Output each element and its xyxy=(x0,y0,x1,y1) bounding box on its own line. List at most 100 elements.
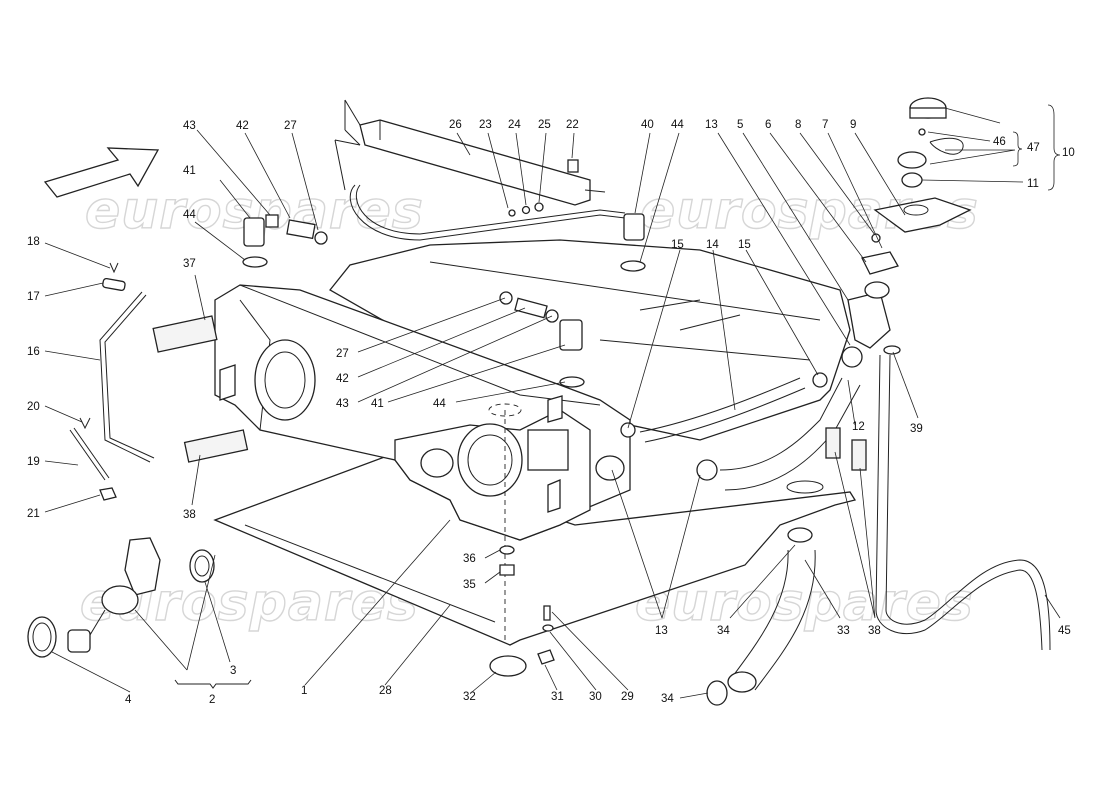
rod-16-b xyxy=(104,294,155,459)
clamp-15-right xyxy=(812,372,828,388)
sender-arm xyxy=(89,609,106,636)
hose-33-right xyxy=(754,549,816,691)
callout-33: 33 xyxy=(837,625,850,637)
callout-34-mid: 34 xyxy=(717,625,730,637)
canister-bracket xyxy=(344,99,361,146)
lower-hose xyxy=(706,527,816,706)
filler-cap-rim xyxy=(909,107,947,119)
bracket-9-hole xyxy=(903,204,929,216)
tank-top-edge xyxy=(239,284,601,406)
washer-24 xyxy=(521,205,531,215)
callout-43: 43 xyxy=(183,120,196,132)
nut-25 xyxy=(534,202,544,212)
clamp-13-upper xyxy=(841,346,863,368)
clip-31 xyxy=(537,649,555,665)
body-panel-line-2 xyxy=(599,339,811,361)
callout-43-mid: 43 xyxy=(336,398,349,410)
callout-10: 10 xyxy=(1062,147,1075,159)
callout-13-bottom: 13 xyxy=(655,625,668,637)
vent-valve-mid xyxy=(499,291,585,388)
rod-16 xyxy=(99,291,151,463)
callout-41-mid: 41 xyxy=(371,398,384,410)
washer-30 xyxy=(542,624,554,632)
sender-flange xyxy=(101,585,139,615)
brace-10 xyxy=(1047,104,1061,191)
callout-38-right: 38 xyxy=(868,625,881,637)
callout-21: 21 xyxy=(27,508,40,520)
callout-23: 23 xyxy=(479,119,492,131)
clamp-34-upper xyxy=(787,527,813,543)
nut-21 xyxy=(99,487,117,501)
hose-14-lower xyxy=(644,387,806,443)
callout-11: 11 xyxy=(1027,178,1039,190)
callout-17: 17 xyxy=(27,291,40,303)
tank-front-opening xyxy=(457,423,523,497)
callout-29: 29 xyxy=(621,691,634,703)
callout-13-top: 13 xyxy=(705,119,718,131)
callout-8: 8 xyxy=(795,119,801,131)
clip-18 xyxy=(109,262,119,274)
callout-12: 12 xyxy=(852,421,865,433)
callout-24: 24 xyxy=(508,119,521,131)
callout-38-left: 38 xyxy=(183,509,196,521)
filler-cap-assembly xyxy=(897,97,964,188)
washer-36 xyxy=(499,545,515,555)
base-plate-rib xyxy=(244,524,496,623)
bracket-2 xyxy=(174,679,252,689)
callout-35: 35 xyxy=(463,579,476,591)
callout-27-mid: 27 xyxy=(336,348,349,360)
callout-22: 22 xyxy=(566,119,579,131)
gasket-3-inner xyxy=(194,555,210,577)
callout-28: 28 xyxy=(379,685,392,697)
clamp-27-top xyxy=(314,231,328,245)
filler-neck-top xyxy=(864,281,890,299)
callout-20: 20 xyxy=(27,401,40,413)
callout-47: 47 xyxy=(1027,142,1040,154)
canister-hose xyxy=(349,184,626,241)
vent-tube-39-b xyxy=(885,354,1051,651)
callout-36: 36 xyxy=(463,553,476,565)
rod-19 xyxy=(69,429,106,481)
insulation-pad-12 xyxy=(825,427,841,459)
tank-clip-left xyxy=(219,364,236,401)
rod-19-b xyxy=(73,427,110,479)
brace-47 xyxy=(1012,131,1023,167)
callout-25: 25 xyxy=(538,119,551,131)
callout-9: 9 xyxy=(850,119,856,131)
bracket-9 xyxy=(873,197,972,233)
fuel-tank xyxy=(214,284,631,640)
support-rod-assembly xyxy=(69,262,249,501)
filler-neck-5 xyxy=(847,291,891,349)
callout-45: 45 xyxy=(1058,625,1071,637)
callout-37: 37 xyxy=(183,258,196,270)
tank-clip-right xyxy=(547,395,563,423)
body-panel-line-1 xyxy=(429,261,821,321)
canister-bracket-2 xyxy=(334,139,361,191)
callout-44-mid: 44 xyxy=(433,398,446,410)
tank-front-opening-inner xyxy=(467,434,513,486)
hose-33-left xyxy=(729,549,789,681)
callout-1: 1 xyxy=(301,685,307,697)
hose-42-mid xyxy=(514,297,548,319)
cap-base-11 xyxy=(901,172,923,188)
callout-19: 19 xyxy=(27,456,40,468)
drain-fasteners xyxy=(489,545,555,677)
callout-18: 18 xyxy=(27,236,40,248)
sender-float xyxy=(67,629,91,653)
hose-42-top xyxy=(286,219,316,240)
clip-20 xyxy=(79,417,91,430)
clamp-27-mid xyxy=(499,291,513,305)
seal-ring-4 xyxy=(27,616,57,658)
fuel-level-sender xyxy=(27,537,252,689)
callout-7: 7 xyxy=(822,119,828,131)
sender-head xyxy=(124,537,161,596)
callout-15-right: 15 xyxy=(738,239,751,251)
hose-main-upper xyxy=(719,377,843,471)
tank-clip-front xyxy=(547,479,561,513)
callout-34-bottom: 34 xyxy=(661,693,674,705)
clamp-15-left xyxy=(620,422,636,438)
body-panel-line-4 xyxy=(679,314,741,331)
tank-front-panel xyxy=(527,429,569,471)
pin-17 xyxy=(102,277,126,292)
